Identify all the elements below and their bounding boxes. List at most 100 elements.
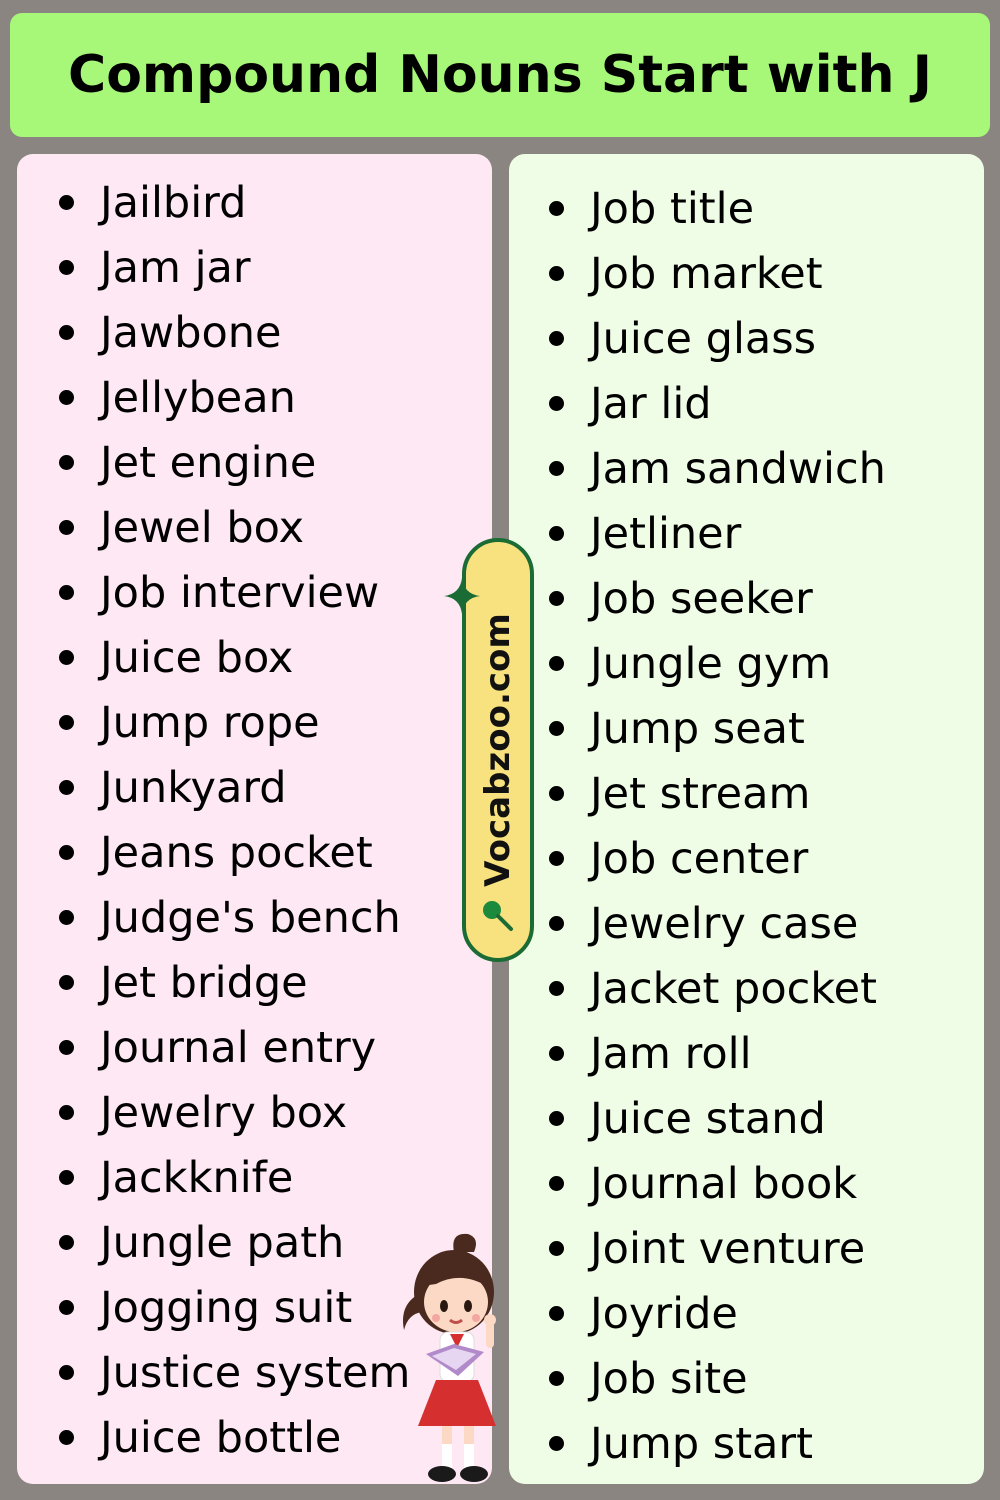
list-item-label: Joyride [590,1288,738,1339]
bullet-icon [549,1111,564,1126]
bullet-icon [59,975,74,990]
bullet-icon [549,1046,564,1061]
list-item: Jungle path [59,1210,410,1275]
list-item-label: Jam jar [100,242,251,293]
bullet-icon [549,526,564,541]
list-item-label: Jacket pocket [590,963,877,1014]
bullet-icon [549,266,564,281]
bullet-icon [59,195,74,210]
list-item-label: Justice system [100,1347,411,1398]
bullet-icon [549,721,564,736]
list-item: Job interview [59,560,410,625]
list-item: Jam roll [549,1021,886,1086]
bullet-icon [549,201,564,216]
list-item-label: Jungle gym [590,638,832,689]
list-item: Jump start [549,1411,886,1476]
list-item: Journal entry [59,1015,410,1080]
bullet-icon [59,390,74,405]
list-item: Jet engine [59,430,410,495]
list-item: Job site [549,1346,886,1411]
list-item: Jogging suit [59,1275,410,1340]
bullet-icon [59,1170,74,1185]
bullet-icon [549,786,564,801]
list-item-label: Job market [590,248,823,299]
list-item-label: Jam sandwich [590,443,886,494]
list-item-label: Joint venture [590,1223,866,1274]
list-item: Juice glass [549,306,886,371]
bullet-icon [549,1371,564,1386]
list-item: Jet stream [549,761,886,826]
page-title: Compound Nouns Start with J [68,45,932,105]
bullet-icon [59,520,74,535]
list-item: Juice bottle [59,1405,410,1470]
list-item-label: Jump seat [590,703,805,754]
bullet-icon [59,455,74,470]
list-item: Jellybean [59,365,410,430]
bullet-icon [59,325,74,340]
bullet-icon [59,1105,74,1120]
list-item: Jailbird [59,170,410,235]
list-item-label: Jump start [590,1418,813,1469]
bullet-icon [549,1436,564,1451]
list-item-label: Jam roll [590,1028,752,1079]
list-item: Jewel box [59,495,410,560]
list-item: Jewelry box [59,1080,410,1145]
list-item: Job title [549,176,886,241]
list-item: Jam jar [59,235,410,300]
list-item: Jetliner [549,501,886,566]
bullet-icon [549,331,564,346]
bullet-icon [549,461,564,476]
list-item: Job seeker [549,566,886,631]
list-item-label: Journal entry [100,1022,377,1073]
bullet-icon [549,656,564,671]
site-name: Vocabzoo.com [478,613,518,887]
list-item: Juice stand [549,1086,886,1151]
bullet-icon [59,1235,74,1250]
list-item-label: Juice stand [590,1093,826,1144]
list-item: Jet bridge [59,950,410,1015]
list-item-label: Job interview [100,567,380,618]
list-item-label: Jailbird [100,177,247,228]
list-item-label: Jetliner [590,508,742,559]
list-item: Judge's bench [59,885,410,950]
list-item-label: Jungle path [100,1217,345,1268]
bullet-icon [59,1040,74,1055]
list-item-label: Jawbone [100,307,282,358]
list-item-label: Jewel box [100,502,305,553]
list-item: Jackknife [59,1145,410,1210]
list-item-label: Junkyard [100,762,287,813]
list-item-label: Journal book [590,1158,858,1209]
list-item: Journal book [549,1151,886,1216]
bullet-icon [59,650,74,665]
list-item: Joint venture [549,1216,886,1281]
list-item: Jawbone [59,300,410,365]
list-item: Jeans pocket [59,820,410,885]
bullet-icon [549,1241,564,1256]
bullet-icon [59,845,74,860]
list-item-label: Jeans pocket [100,827,373,878]
list-item-label: Job seeker [590,573,813,624]
bullet-icon [59,585,74,600]
bullet-icon [549,1306,564,1321]
list-item: Joyride [549,1281,886,1346]
list-item-label: Job title [590,183,755,234]
list-item: Jewelry case [549,891,886,956]
list-item-label: Jellybean [100,372,296,423]
list-item: Juice box [59,625,410,690]
girl-reading-book-illustration [403,1233,496,1482]
list-item: Jacket pocket [549,956,886,1021]
title-bar: Compound Nouns Start with J [10,13,990,137]
bullet-icon [59,715,74,730]
list-item: Jump rope [59,690,410,755]
bullet-icon [59,1365,74,1380]
bullet-icon [59,780,74,795]
list-item-label: Job site [590,1353,748,1404]
list-item-label: Jump rope [100,697,320,748]
bullet-icon [549,981,564,996]
site-badge: Vocabzoo.com [462,538,534,962]
bullet-icon [549,916,564,931]
